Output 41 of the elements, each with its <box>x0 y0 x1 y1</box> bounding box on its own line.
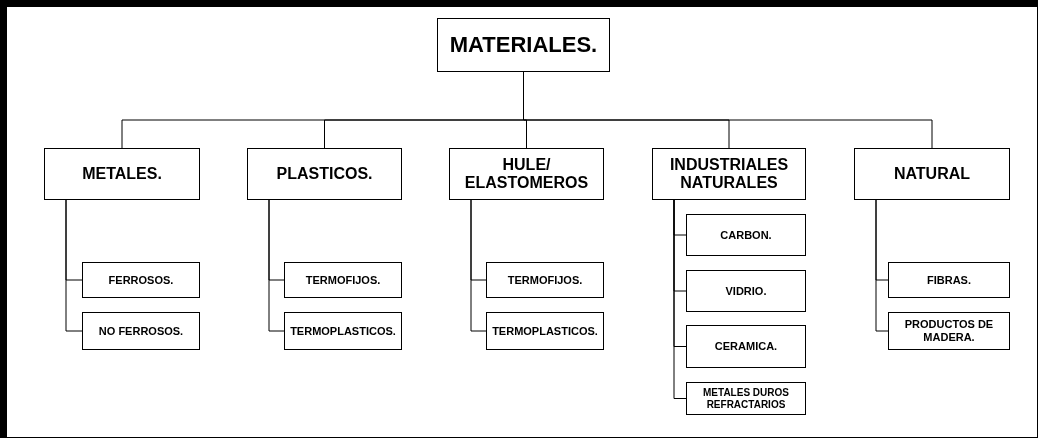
category-box <box>449 148 604 200</box>
node-label: NO FERROSOS. <box>98 324 184 338</box>
node-label: METALES DUROS REFRACTARIOS <box>702 387 790 410</box>
node-label: FERROSOS. <box>108 273 174 287</box>
category-box <box>854 148 1010 200</box>
node-label: TERMOFIJOS. <box>507 273 583 287</box>
subcategory-box <box>82 312 200 350</box>
node-label: NATURAL <box>893 164 971 184</box>
node-label: FIBRAS. <box>927 273 971 287</box>
connector-line <box>268 199 285 332</box>
node-label: CERAMICA. <box>714 340 778 353</box>
connector-line <box>875 199 889 332</box>
subcategory-box <box>486 262 604 298</box>
root-box <box>437 18 610 72</box>
category-box <box>44 148 200 200</box>
node-label: TERMOFIJOS. <box>305 273 381 287</box>
subcategory-box <box>686 214 806 256</box>
subcategory-box <box>686 325 806 368</box>
subcategory-box <box>82 262 200 298</box>
connector-line <box>470 199 487 332</box>
category-box <box>652 148 806 200</box>
subcategory-box <box>284 312 402 350</box>
node-label: TERMOPLASTICOS. <box>290 324 396 338</box>
category-box <box>247 148 402 200</box>
node-label: HULE/ ELASTOMEROS <box>463 155 590 193</box>
connector-line <box>673 199 687 399</box>
node-label: TERMOPLASTICOS. <box>492 324 598 338</box>
connector-line <box>65 199 83 332</box>
node-label: VIDRIO. <box>725 284 767 298</box>
subcategory-box <box>686 382 806 415</box>
subcategory-box <box>486 312 604 350</box>
subcategory-box <box>686 270 806 312</box>
subcategory-box <box>888 262 1010 298</box>
node-label: MATERIALES. <box>449 32 598 58</box>
node-label: PLASTICOS. <box>276 164 373 184</box>
node-label: METALES. <box>82 164 162 184</box>
subcategory-box <box>284 262 402 298</box>
node-label: PRODUCTOS DE MADERA. <box>903 318 995 344</box>
node-label: INDUSTRIALES NATURALES <box>668 155 790 193</box>
subcategory-box <box>888 312 1010 350</box>
node-label: CARBON. <box>720 228 772 242</box>
